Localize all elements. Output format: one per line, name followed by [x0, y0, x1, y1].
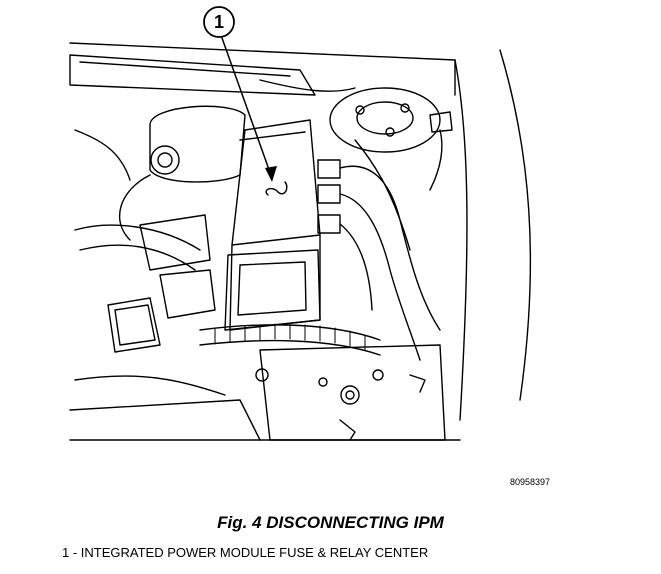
bracket-bolt-4 — [318, 377, 328, 387]
connector-2 — [317, 184, 341, 204]
ipm-lower-inner — [237, 261, 307, 316]
legend-item: 1 - INTEGRATED POWER MODULE FUSE & RELAY… — [62, 545, 429, 560]
fender-edge-right — [454, 59, 468, 421]
cowl-panel — [69, 54, 316, 96]
panel-lower-left — [69, 399, 261, 441]
bracket-left — [139, 214, 211, 271]
bracket-bolt-1 — [255, 368, 269, 382]
callout-arrowhead — [265, 166, 277, 182]
strut-bolt-2 — [400, 103, 410, 113]
connector-1 — [317, 159, 341, 179]
wire-top — [259, 79, 356, 92]
ipm-box-side — [229, 234, 321, 331]
bracket-bolt-3 — [372, 369, 384, 381]
reservoir-cap — [150, 145, 180, 175]
connector-top-right — [429, 111, 453, 133]
conduit-ribs — [214, 323, 366, 351]
hose-left-1 — [74, 129, 131, 181]
strut-tower — [329, 87, 441, 153]
harness-wire-2 — [339, 193, 421, 361]
bracket-bolt-2 — [340, 385, 360, 405]
callout-circle — [203, 6, 235, 38]
figure-code: 80958397 — [509, 477, 550, 487]
bracket-bolt-2-inner — [345, 390, 355, 400]
body-curve-right — [499, 49, 532, 401]
harness-wire-3 — [339, 223, 373, 311]
hose-lower-left — [74, 375, 226, 396]
label-plate — [107, 297, 161, 353]
strut-bolt-3 — [385, 127, 395, 137]
ipm-lower-housing — [224, 249, 321, 331]
wire-top-right — [429, 129, 443, 191]
figure-caption: Fig. 4 DISCONNECTING IPM — [217, 513, 444, 532]
bracket-lower — [259, 344, 446, 441]
reservoir-cap-inner — [157, 152, 173, 168]
ipm-box-lid-edge — [239, 131, 306, 141]
harness-conduit — [199, 324, 381, 341]
clip-right-2 — [409, 374, 426, 393]
label-plate-inner — [114, 304, 156, 346]
hose-left-3 — [79, 244, 196, 271]
hose-left-2 — [74, 224, 201, 251]
clip-right — [339, 419, 356, 441]
connector-3 — [317, 214, 341, 234]
callout-number: 1 — [214, 12, 224, 32]
engine-compartment-illustration: 1 — [69, 6, 532, 441]
harness-wire-1 — [339, 165, 441, 331]
callout-leader — [221, 37, 273, 179]
ipm-lid-latch — [265, 181, 288, 196]
strut-tower-inner — [356, 101, 414, 135]
harness-wire-4 — [354, 139, 411, 251]
reservoir-hose — [119, 174, 151, 241]
coolant-reservoir — [149, 105, 246, 183]
harness-conduit-lower — [199, 339, 381, 356]
component-left-lower — [159, 269, 216, 319]
cowl-line — [79, 61, 291, 77]
strut-bolt-1 — [355, 105, 365, 115]
